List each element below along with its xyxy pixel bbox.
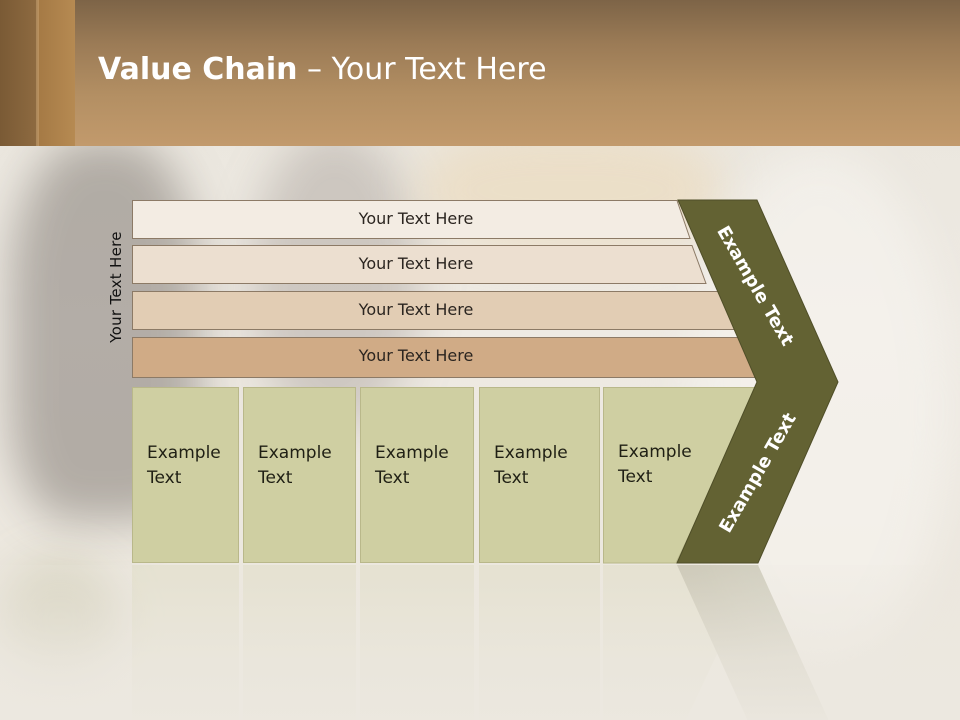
cell-2: Example Text	[243, 387, 356, 563]
reflection	[0, 565, 960, 720]
bar-row-2-label: Your Text Here	[358, 254, 474, 273]
bar-row-4-label: Your Text Here	[358, 346, 474, 365]
slide-title-bold: Value Chain	[98, 52, 298, 87]
slide-title-rest: – Your Text Here	[297, 52, 547, 87]
cell-4-text: Example Text	[494, 443, 568, 488]
cell-1: Example Text	[132, 387, 239, 563]
bar-row-3-label: Your Text Here	[358, 300, 474, 319]
cell-2-text: Example Text	[258, 443, 332, 488]
cell-3-text: Example Text	[375, 443, 449, 488]
reflection-fade	[0, 565, 960, 720]
cell-4: Example Text	[479, 387, 600, 563]
cell-5-text: Example Text	[618, 442, 692, 487]
vertical-label: Your Text Here	[107, 231, 125, 343]
cell-3: Example Text	[360, 387, 474, 563]
bar-row-1-label: Your Text Here	[358, 209, 474, 228]
slide-title: Value Chain – Your Text Here	[98, 52, 547, 87]
title-band: Value Chain – Your Text Here	[0, 0, 960, 146]
cell-1-text: Example Text	[147, 443, 221, 488]
title-band-accent	[0, 0, 75, 146]
